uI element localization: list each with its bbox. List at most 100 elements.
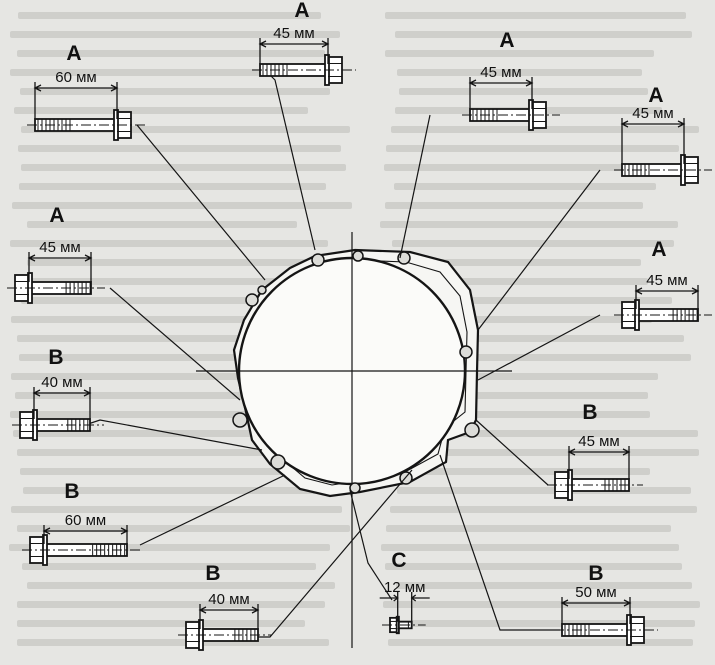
bolt-callout-a6: A45 мм [7,204,105,304]
dimension-line [33,84,119,92]
background-text-line [11,373,309,380]
leader-line [477,314,601,381]
background-text-line [394,373,659,380]
boss [245,293,259,307]
background-text-line [16,335,342,342]
dimension-line [567,448,631,456]
dimension-line [258,40,330,48]
bolt-length-label: 60 мм [55,69,96,86]
background-text-line [8,544,331,551]
bolt-type-letter: A [66,42,81,65]
background-text-line [23,487,316,494]
background-text-line [385,202,643,209]
background-text-line [21,563,317,570]
background-text-line [10,240,329,247]
dimension-arrow [410,594,430,602]
background-text-line [394,31,693,38]
background-text-line [20,468,331,475]
leader-line [136,124,266,281]
background-text-line [384,563,683,570]
background-text-line [396,487,692,494]
dimension-line [560,599,632,607]
bolt-type-letter: B [48,346,63,369]
background-text-line [397,335,685,342]
background-text-line [380,221,679,228]
bolt-callout-b5: B50 мм [554,562,658,646]
bolt-length-label: 12 мм [384,579,425,596]
dimension-line [468,79,534,87]
background-text-line [383,430,698,437]
background-text-line [21,126,351,133]
background-text-line [15,392,334,399]
bolt-callout-b1: B 40 мм [12,346,104,441]
bolt-length-label: 45 мм [273,25,314,42]
background-text-line [381,544,679,551]
background-text-line [382,316,653,323]
background-text-line [27,259,344,266]
background-text-line [19,88,331,95]
boss [349,482,361,494]
bolt-callout-b2: B45 мм [547,401,643,501]
bolt-type-letter: A [648,84,663,107]
background-text-line [17,525,350,532]
boss [311,253,325,267]
background-text-line [397,69,642,76]
housing-plate [196,232,512,648]
background-text-line [16,278,322,285]
leader-line [109,287,241,401]
dimension-line [620,120,686,128]
bolt-callout-b4: B 40 мм [178,562,272,651]
bolt-length-label: 45 мм [480,64,521,81]
background-text-line [385,525,671,532]
dimension-line [32,389,92,397]
background-text-line [17,145,341,152]
bolt-type-letter: A [651,238,666,261]
background-text-line [395,582,692,589]
background-text-line [9,411,300,418]
boss [397,251,411,265]
bolt-callout-a5: A 45 мм [614,238,712,331]
bolt-length-label: 45 мм [632,105,673,122]
bolt-type-letter: B [64,480,79,503]
leader-line [264,69,316,251]
background-text-line [383,601,700,608]
dimension-line [27,254,93,262]
background-text-line [391,126,699,133]
background-text-line [9,69,303,76]
dimension-line [42,527,129,535]
background-text-line [384,164,677,171]
background-text-line [21,297,339,304]
background-text-line [18,354,336,361]
background-text-line [16,50,325,57]
background-text-line [16,620,305,627]
dimension-line [198,606,260,614]
background-text-line [384,411,651,418]
background-text-line [26,221,297,228]
bolt-length-label: 40 мм [41,374,82,391]
background-text-line [389,278,648,285]
leader-line [139,474,286,546]
background-text-line [10,31,341,38]
background-text-line [381,259,641,266]
bolt-type-letter: B [205,562,220,585]
bolt-length-label: 45 мм [646,272,687,289]
leader-line [349,489,393,601]
background-text-line [392,620,695,627]
boss [232,412,248,428]
background-text-line [11,202,352,209]
bolt-length-label: 40 мм [208,591,249,608]
bolt-type-letter: C [391,549,406,572]
bolt-callout-c1: C 12 мм [379,549,430,635]
bolt-callout-b3: B60 мм [22,480,141,566]
background-text-line [11,316,296,323]
bolt-type-letter: B [588,562,603,585]
background-text-line [393,183,656,190]
boss [270,454,286,470]
background-text-line [13,107,309,114]
background-text-line [19,183,326,190]
background-text-line [17,639,329,646]
background-text-line [381,449,699,456]
leader-line [475,419,549,486]
leader-line [399,114,431,259]
